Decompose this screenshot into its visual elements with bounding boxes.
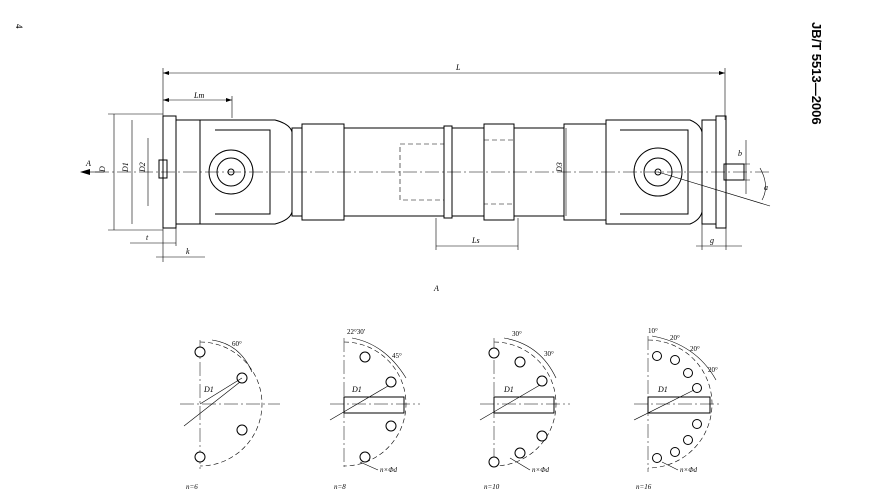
dim-D3: D3 (555, 162, 564, 173)
flange-view-n10: D1 30° 30° n×Φd n=10 (479, 330, 570, 491)
flange-n10-D1: D1 (503, 385, 514, 394)
flange-view-n6: D1 60° n=6 (180, 339, 280, 491)
flange-n16-D1: D1 (657, 385, 668, 394)
view-arrow-label: A (85, 159, 91, 168)
dim-Ls: Ls (471, 236, 480, 245)
flange-n16-caption: n=16 (636, 483, 652, 491)
flange-n8-D1: D1 (351, 385, 362, 394)
dim-D2: D2 (138, 162, 147, 173)
flange-n6-caption: n=6 (186, 483, 198, 491)
flange-n10-caption: n=10 (484, 483, 500, 491)
dim-g: g (710, 236, 714, 245)
cardan-shaft-assembly: L Lm (80, 63, 771, 262)
flange-n16-angle-1: 20° (670, 334, 680, 342)
flange-n8-caption: n=8 (334, 483, 346, 491)
flange-n16-angle-3: 20° (708, 366, 718, 374)
dim-b: b (738, 149, 742, 158)
standard-code: JB/T 5513—2006 (809, 22, 824, 125)
flange-view-n8: D1 22°30′ 45° n×Φd n=8 (329, 328, 420, 491)
flange-n6-D1: D1 (203, 385, 214, 394)
flange-view-n16: D1 10° 20° 20° 20° n×Φd n=16 (633, 327, 720, 491)
dim-Lm: Lm (193, 91, 204, 100)
flange-n8-angle-1: 45° (392, 352, 402, 360)
dim-D: D (98, 166, 107, 173)
flange-n16-angle-0: 10° (648, 327, 658, 335)
flange-n10-angle-1: 30° (544, 350, 554, 358)
dim-a: a (764, 183, 768, 192)
page-number: 4 (14, 24, 24, 29)
view-title: A (433, 284, 439, 293)
dim-D1: D1 (121, 162, 130, 173)
flange-n8-callout: n×Φd (380, 466, 398, 474)
dim-k: k (186, 247, 190, 256)
flange-n8-angle-0: 22°30′ (347, 328, 366, 336)
dim-t: t (146, 233, 149, 242)
flange-n6-angle-0: 60° (232, 340, 242, 348)
flange-n10-callout: n×Φd (532, 466, 550, 474)
flange-n10-angle-0: 30° (512, 330, 522, 338)
flange-n16-callout: n×Φd (680, 466, 698, 474)
dim-L: L (455, 63, 461, 72)
flange-n16-angle-2: 20° (690, 345, 700, 353)
